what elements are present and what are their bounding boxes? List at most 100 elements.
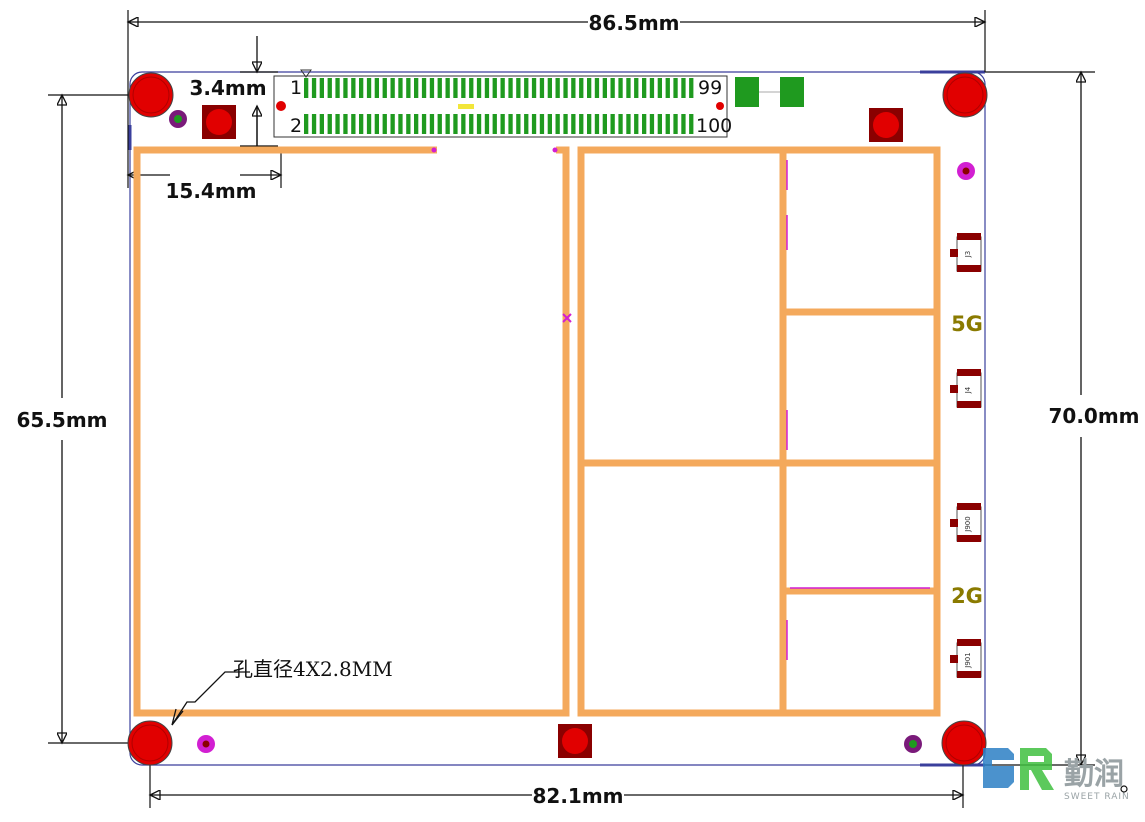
connector-pin xyxy=(689,78,694,98)
dim-height-left: 65.5mm xyxy=(16,408,107,432)
connector-pin xyxy=(618,78,623,98)
mounting-hole xyxy=(942,72,988,118)
connector-pin xyxy=(524,114,529,134)
connector-pin xyxy=(429,114,435,134)
connector-pin xyxy=(406,114,411,134)
connector-pin xyxy=(649,114,655,134)
connector-pin xyxy=(657,114,662,134)
via xyxy=(904,735,922,753)
connector-pin xyxy=(673,78,678,98)
connector-pin xyxy=(492,78,497,98)
connector-pin100-mark xyxy=(716,102,724,110)
connector-pin xyxy=(421,114,427,134)
logo-name-cn: 勤润 xyxy=(1064,757,1124,792)
connector-pin xyxy=(390,114,395,134)
connector-pin xyxy=(516,78,521,98)
connector-pin xyxy=(311,78,317,98)
connector-pin xyxy=(594,78,600,98)
connector-pin xyxy=(382,114,387,134)
connector-pin-row-top xyxy=(304,78,694,98)
connector-pin xyxy=(547,78,552,98)
connector-pin xyxy=(602,78,607,98)
connector-pin xyxy=(642,114,647,134)
connector-pin xyxy=(508,114,513,134)
dim-edge-horizontal: 15.4mm xyxy=(165,179,256,203)
connector-pin xyxy=(547,114,552,134)
connector-pin xyxy=(539,78,545,98)
connector-pin-2: 2 xyxy=(290,115,302,137)
connector-pin xyxy=(508,78,513,98)
mounting-hole xyxy=(941,720,987,766)
svg-text:J900: J900 xyxy=(964,516,972,532)
connector-pin xyxy=(343,114,348,134)
connector-pin xyxy=(618,114,623,134)
connector-pin xyxy=(351,78,356,98)
connector-pin xyxy=(626,78,631,98)
connector-pin xyxy=(453,78,458,98)
mounting-hole xyxy=(128,72,174,118)
square-pad xyxy=(869,108,903,142)
connector-pin xyxy=(484,114,490,134)
connector-pin xyxy=(382,78,387,98)
antenna-connector-j900: J900 xyxy=(950,503,982,542)
connector-pin xyxy=(579,114,584,134)
antenna-connector-j3: J3 xyxy=(950,233,982,272)
shield-marker xyxy=(431,147,437,153)
connector-pin xyxy=(610,78,615,98)
band-label-5g: 5G xyxy=(951,312,983,336)
connector-pin xyxy=(500,78,505,98)
connector-pin xyxy=(469,78,474,98)
connector-pin xyxy=(461,114,466,134)
connector-pin xyxy=(327,78,332,98)
connector-pin-99: 99 xyxy=(698,77,722,99)
connector-pin xyxy=(610,114,615,134)
connector-pin xyxy=(602,114,607,134)
connector-pin xyxy=(563,114,568,134)
antenna-connector-j4: J4 xyxy=(950,369,982,408)
connector-pin1-mark xyxy=(276,101,286,111)
connector-pin xyxy=(445,78,450,98)
connector-pin xyxy=(539,114,545,134)
connector-pin xyxy=(390,78,395,98)
dim-edge-vertical: 3.4mm xyxy=(189,76,266,100)
connector-pin xyxy=(579,78,584,98)
connector-pin xyxy=(359,78,364,98)
connector-pin xyxy=(398,78,403,98)
connector-pin xyxy=(304,114,309,134)
band-label-2g: 2G xyxy=(951,584,983,608)
connector-pin-row-bottom xyxy=(304,114,694,134)
board-connector: 1 2 99 100 xyxy=(273,69,732,138)
connector-pin xyxy=(335,114,340,134)
connector-pin xyxy=(492,114,497,134)
connector-pin xyxy=(406,78,411,98)
connector-pin xyxy=(587,78,592,98)
connector-pin xyxy=(634,78,639,98)
logo-name-en: SWEET RAIN xyxy=(1064,792,1130,802)
connector-pin-1: 1 xyxy=(290,77,302,99)
connector-pin xyxy=(437,78,442,98)
connector-pin xyxy=(555,114,560,134)
connector-pin xyxy=(594,114,600,134)
connector-pin xyxy=(469,114,474,134)
connector-pin xyxy=(516,114,521,134)
dimension-lines xyxy=(62,22,1081,795)
connector-pin xyxy=(437,114,442,134)
connector-pin xyxy=(366,114,372,134)
connector-pin xyxy=(359,114,364,134)
connector-pin xyxy=(587,114,592,134)
connector-pin xyxy=(665,114,670,134)
connector-pin xyxy=(319,114,324,134)
capacitor-component xyxy=(735,77,804,107)
connector-pin xyxy=(398,114,403,134)
connector-pin xyxy=(366,78,372,98)
via xyxy=(957,162,975,180)
via xyxy=(169,110,187,128)
connector-pin xyxy=(555,78,560,98)
mounting-hole xyxy=(127,720,173,766)
square-pad xyxy=(558,724,592,758)
connector-pin xyxy=(500,114,505,134)
connector-pin xyxy=(524,78,529,98)
svg-text:J4: J4 xyxy=(964,386,972,394)
connector-pin xyxy=(649,78,655,98)
